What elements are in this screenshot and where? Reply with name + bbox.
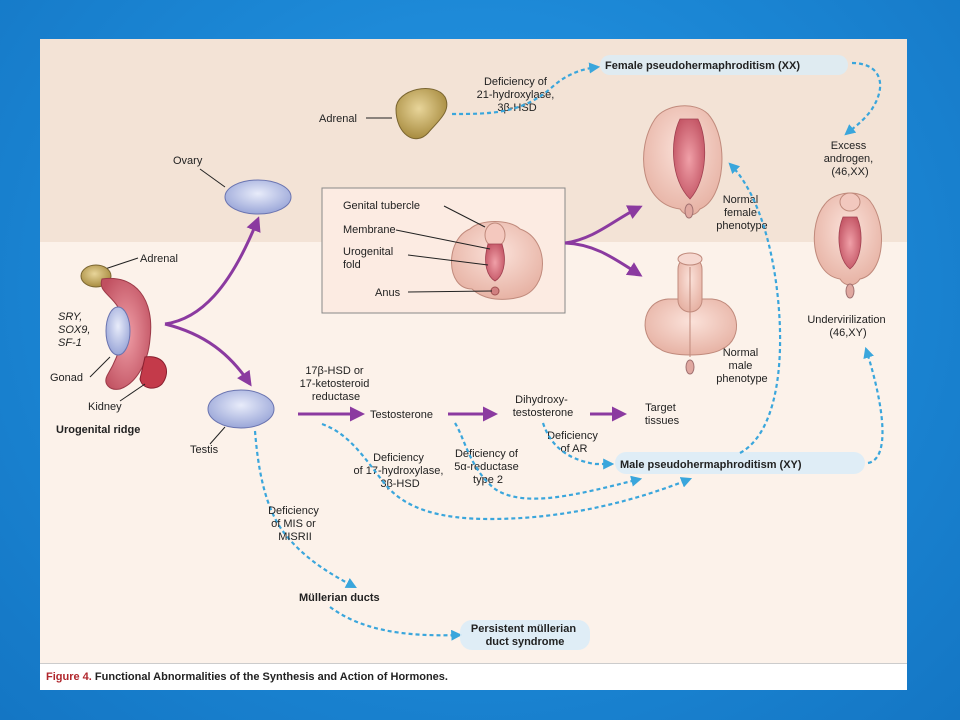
target-tissues-label: Target tissues [645, 402, 680, 427]
testis-shape [207, 389, 275, 429]
gonad-shape [105, 306, 131, 356]
adrenal-top-label: Adrenal [319, 113, 357, 125]
deficiency-mis-label: Deficiency of MIS or MISRII [268, 505, 322, 543]
male-pseudo-label: Male pseudohermaphroditism (XY) [620, 459, 802, 471]
ovary-label: Ovary [173, 155, 203, 167]
kidney-shape [139, 356, 167, 389]
caption-figure-number: Figure 4. [46, 671, 92, 683]
sry-label: SRY, SOX9, SF-1 [58, 311, 93, 349]
deficiency-ar-label: Deficiency of AR [547, 430, 601, 455]
adrenal-left-label: Adrenal [140, 253, 178, 265]
mullerian-ducts-label: Müllerian ducts [299, 592, 380, 604]
hsd17-label: 17β-HSD or 17-ketosteroid reductase [300, 365, 373, 403]
hormone-diagram: Adrenal Deficiency of 21-hydroxylase, 3β… [40, 39, 907, 663]
urogenital-ridge-label: Urogenital ridge [56, 424, 140, 436]
genital-tubercle-label: Genital tubercle [343, 200, 420, 212]
testis-label: Testis [190, 444, 219, 456]
anus-label: Anus [375, 287, 401, 299]
membrane-label: Membrane [343, 224, 396, 236]
ovary-shape [224, 179, 292, 215]
caption-bar: Figure 4. Functional Abnormalities of th… [40, 663, 907, 690]
adrenal-top-shape [395, 88, 448, 140]
deficiency-5a-label: Deficiency of 5α-reductase type 2 [454, 448, 522, 486]
dihydrotestosterone-label: Dihydroxy- testosterone [513, 394, 574, 419]
normal-female-label: Normal female phenotype [716, 194, 767, 232]
urogenital-fold-label: Urogenital fold [343, 246, 396, 271]
normal-male-shape [644, 252, 737, 375]
undervirilization-shape [813, 192, 882, 299]
figure-panel: Adrenal Deficiency of 21-hydroxylase, 3β… [40, 39, 907, 690]
figure-caption: Figure 4. Functional Abnormalities of th… [46, 671, 448, 683]
persistent-mullerian-label: Persistent müllerian duct syndrome [471, 623, 579, 648]
caption-title: Functional Abnormalities of the Synthesi… [94, 671, 448, 683]
normal-male-label: Normal male phenotype [716, 347, 767, 385]
female-pseudo-label: Female pseudohermaphroditism (XX) [605, 60, 800, 72]
normal-female-shape [643, 105, 723, 219]
excess-androgen-label: Excess androgen, (46,XX) [824, 140, 877, 178]
deficiency-17-label: Deficiency of 17-hydroxylase, 3β-HSD [354, 452, 447, 490]
testosterone-label: Testosterone [370, 409, 433, 421]
kidney-label: Kidney [88, 401, 122, 413]
gonad-label: Gonad [50, 372, 83, 384]
undervirilization-label: Undervirilization (46,XY) [807, 314, 888, 339]
indifferent-genitalia-shape [451, 221, 543, 300]
